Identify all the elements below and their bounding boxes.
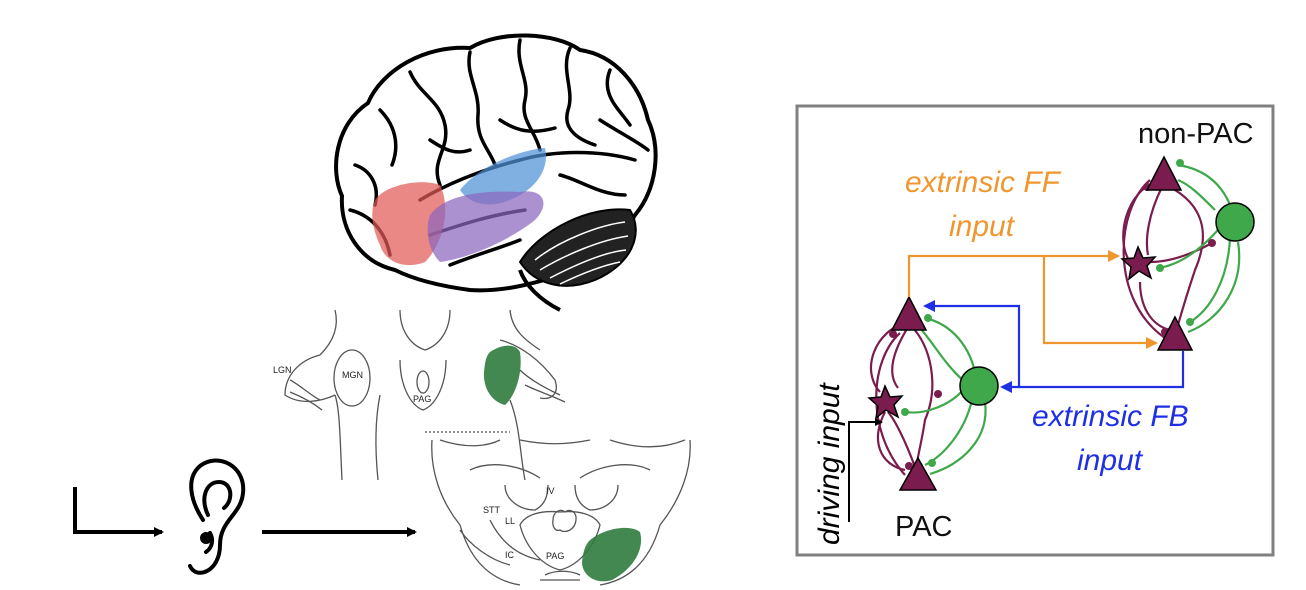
driving-input-label: driving input — [813, 382, 846, 545]
ic-label: IC — [505, 550, 515, 560]
non-pac-label: non-PAC — [1138, 118, 1254, 150]
pac-deep-pyramidal-triangle — [898, 456, 938, 491]
extrinsic-ff-label-line1: extrinsic FF — [905, 166, 1062, 199]
extrinsic-ff-connection — [907, 250, 1158, 349]
pag-lower-label: PAG — [546, 551, 564, 561]
extrinsic-fb-connection — [923, 300, 1185, 393]
temporal-region-blue — [460, 148, 546, 205]
extrinsic-fb-label-line1: extrinsic FB — [1032, 400, 1189, 433]
pag-upper-label: PAG — [413, 394, 431, 404]
midbrain-green-region — [582, 527, 642, 582]
nonpac-spiny-stellate-star — [1120, 245, 1157, 281]
brainstem-stalk — [518, 269, 561, 312]
synapse-dots — [889, 159, 1216, 470]
temporal-region-purple — [427, 191, 544, 262]
pac-inhibitory-interneuron-circle — [959, 366, 999, 406]
wave-to-ear-arrow — [73, 487, 164, 537]
nonpac-deep-pyramidal-triangle — [1156, 315, 1194, 351]
extrinsic-fb-label-line2: input — [1077, 444, 1144, 477]
cerebellum — [518, 208, 637, 287]
ear-icon — [188, 458, 246, 575]
thalamic-section — [284, 309, 566, 481]
frontal-region — [372, 182, 446, 266]
sound-wave-icon — [7, 400, 159, 482]
thalamic-green-region — [483, 345, 521, 405]
nonpac-inhibitory-interneuron-circle — [1215, 202, 1255, 242]
pac-label: PAC — [895, 511, 952, 543]
extrinsic-ff-label-line2: input — [949, 210, 1016, 243]
mgn-label: MGN — [342, 370, 363, 380]
pac-superficial-pyramidal-triangle — [890, 295, 928, 331]
midbrain-section — [425, 431, 691, 586]
driving-input-arrow — [848, 418, 883, 522]
ll-label: LL — [505, 516, 515, 526]
lgn-label: LGN — [273, 365, 292, 375]
nonpac-superficial-pyramidal-triangle — [1145, 155, 1183, 191]
iv-label: IV — [546, 486, 555, 496]
pac-spiny-stellate-star — [867, 384, 904, 420]
brain-illustration — [334, 33, 658, 312]
stt-label: STT — [483, 505, 501, 515]
